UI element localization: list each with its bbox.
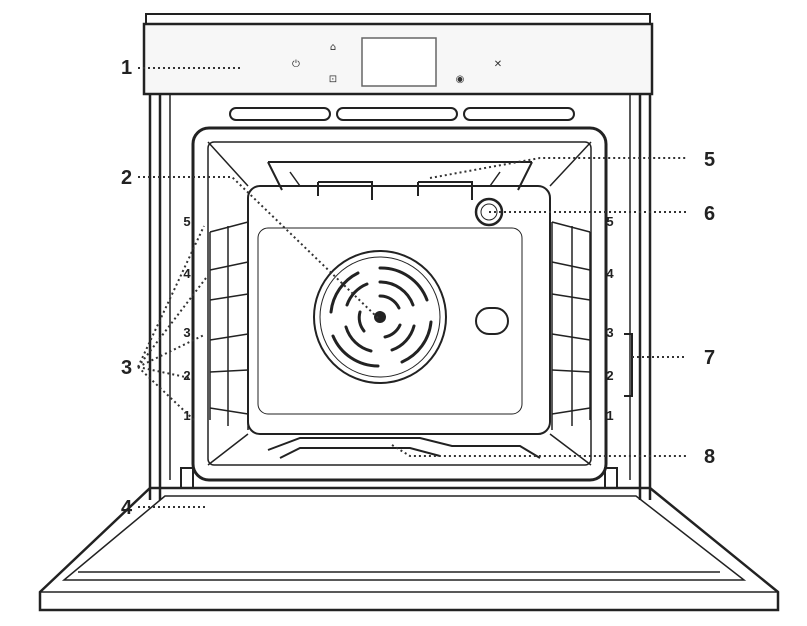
left-level-3: 3 [183, 325, 190, 340]
control-panel: ⏻ ⌂ ⊡ ◉ ✕ [142, 13, 654, 96]
display-screen [361, 37, 437, 87]
oven-cavity [191, 126, 608, 482]
vent-left [229, 107, 331, 121]
left-level-2: 2 [183, 368, 190, 383]
right-level-5: 5 [606, 214, 613, 229]
leader-lines [137, 67, 686, 508]
right-level-3: 3 [606, 325, 613, 340]
bookmark-icon[interactable]: ⊡ [329, 74, 337, 85]
right-level-2: 2 [606, 368, 613, 383]
left-level-4: 4 [183, 266, 191, 281]
callout-5: 5 [704, 149, 715, 171]
cancel-icon[interactable]: ✕ [494, 59, 502, 70]
vent-right [463, 107, 575, 121]
callout-6: 6 [704, 203, 715, 225]
callout-2: 2 [121, 167, 132, 189]
callout-1: 1 [121, 57, 132, 79]
callout-7: 7 [704, 347, 715, 369]
callout-3: 3 [121, 357, 132, 379]
oven-door [38, 467, 780, 612]
door-handle-bracket [624, 333, 633, 397]
callout-labels: 1 2 3 4 5 6 7 8 [121, 57, 715, 519]
right-level-labels: 5 4 3 2 1 [606, 214, 614, 423]
power-icon[interactable]: ⏻ [292, 59, 300, 70]
callout-8: 8 [704, 446, 715, 468]
left-level-1: 1 [183, 408, 190, 423]
oven-body [148, 94, 652, 500]
callout-4: 4 [121, 497, 133, 519]
bottom-heating-element [267, 437, 541, 459]
left-level-5: 5 [183, 214, 190, 229]
right-level-1: 1 [606, 408, 613, 423]
right-shelf-guides [551, 221, 591, 430]
info-icon[interactable]: ◉ [456, 74, 465, 85]
home-icon[interactable]: ⌂ [330, 42, 336, 53]
left-level-labels: 5 4 3 2 1 [183, 214, 191, 423]
rear-fan [313, 250, 447, 384]
top-heating-element [267, 161, 533, 200]
back-wall [247, 185, 551, 435]
right-level-4: 4 [606, 266, 614, 281]
vent-center [336, 107, 458, 121]
left-shelf-guides [209, 221, 249, 430]
side-plate [475, 307, 509, 335]
